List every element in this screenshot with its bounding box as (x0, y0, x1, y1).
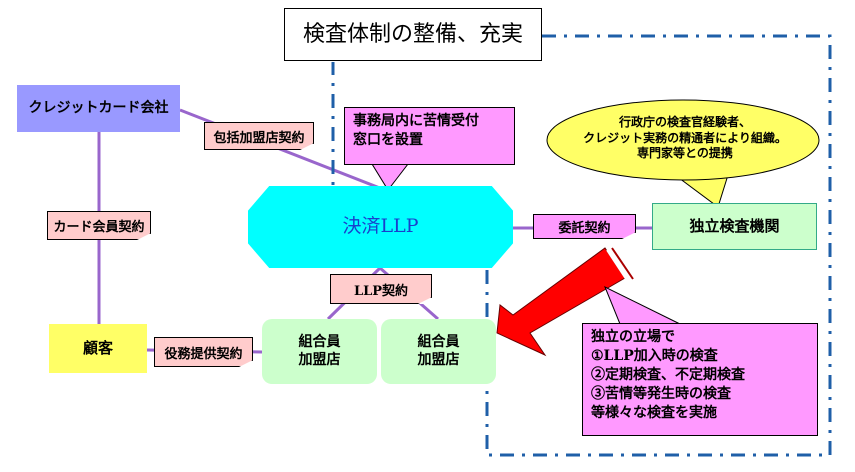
callout-line: ③苦情等発生時の検査 (591, 385, 731, 402)
callout-line: ②定期検査、不定期検査 (591, 366, 745, 383)
node-credit-card-company: クレジットカード会社 (17, 85, 180, 132)
callout-line: 窓口を設置 (353, 131, 423, 148)
bubble-line: クレジット実務の精通者により組織。 (583, 130, 787, 145)
node-independent-inspection: 独立検査機関 (652, 203, 817, 250)
bubble-line: 行政庁の検査官経験者、 (618, 115, 751, 129)
page-title: 検査体制の整備、充実 (284, 8, 542, 61)
member-line: 組合員 (417, 334, 460, 350)
inspections-callout-pointer (604, 285, 681, 325)
contract-card-member: カード会員契約 (47, 211, 151, 240)
member-line: 加盟店 (417, 351, 460, 368)
member-line: 組合員 (298, 334, 341, 350)
node-customer: 顧客 (49, 324, 147, 373)
member-line: 加盟店 (298, 351, 341, 368)
node-member-store-2: 組合員 加盟店 (381, 319, 496, 384)
callout-inspections: 独立の立場で ①LLP加入時の検査 ②定期検査、不定期検査 ③苦情等発生時の検査… (582, 323, 818, 436)
callout-line: ①LLP加入時の検査 (591, 347, 718, 364)
callout-line: 事務局内に苦情受付 (353, 113, 479, 129)
contract-consignment: 委託契約 (533, 214, 636, 239)
node-member-store-1: 組合員 加盟店 (262, 319, 377, 384)
contract-llp: LLP契約 (330, 274, 432, 304)
bubble-line: 専門家等との提携 (637, 146, 733, 161)
callout-line: 独立の立場で (591, 329, 675, 345)
experts-bubble-text: 行政庁の検査官経験者、 クレジット実務の精通者により組織。 専門家等との提携 (560, 115, 810, 162)
inspection-arrow (496, 247, 634, 357)
contract-service-provision: 役務提供契約 (154, 337, 253, 367)
callout-line: 等様々な検査を実施 (591, 404, 717, 421)
node-settlement-llp: 決済LLP (248, 186, 513, 268)
contract-comprehensive-merchant: 包括加盟店契約 (204, 122, 314, 150)
callout-complaint-window: 事務局内に苦情受付 窓口を設置 (344, 107, 515, 165)
experts-bubble (546, 99, 820, 181)
